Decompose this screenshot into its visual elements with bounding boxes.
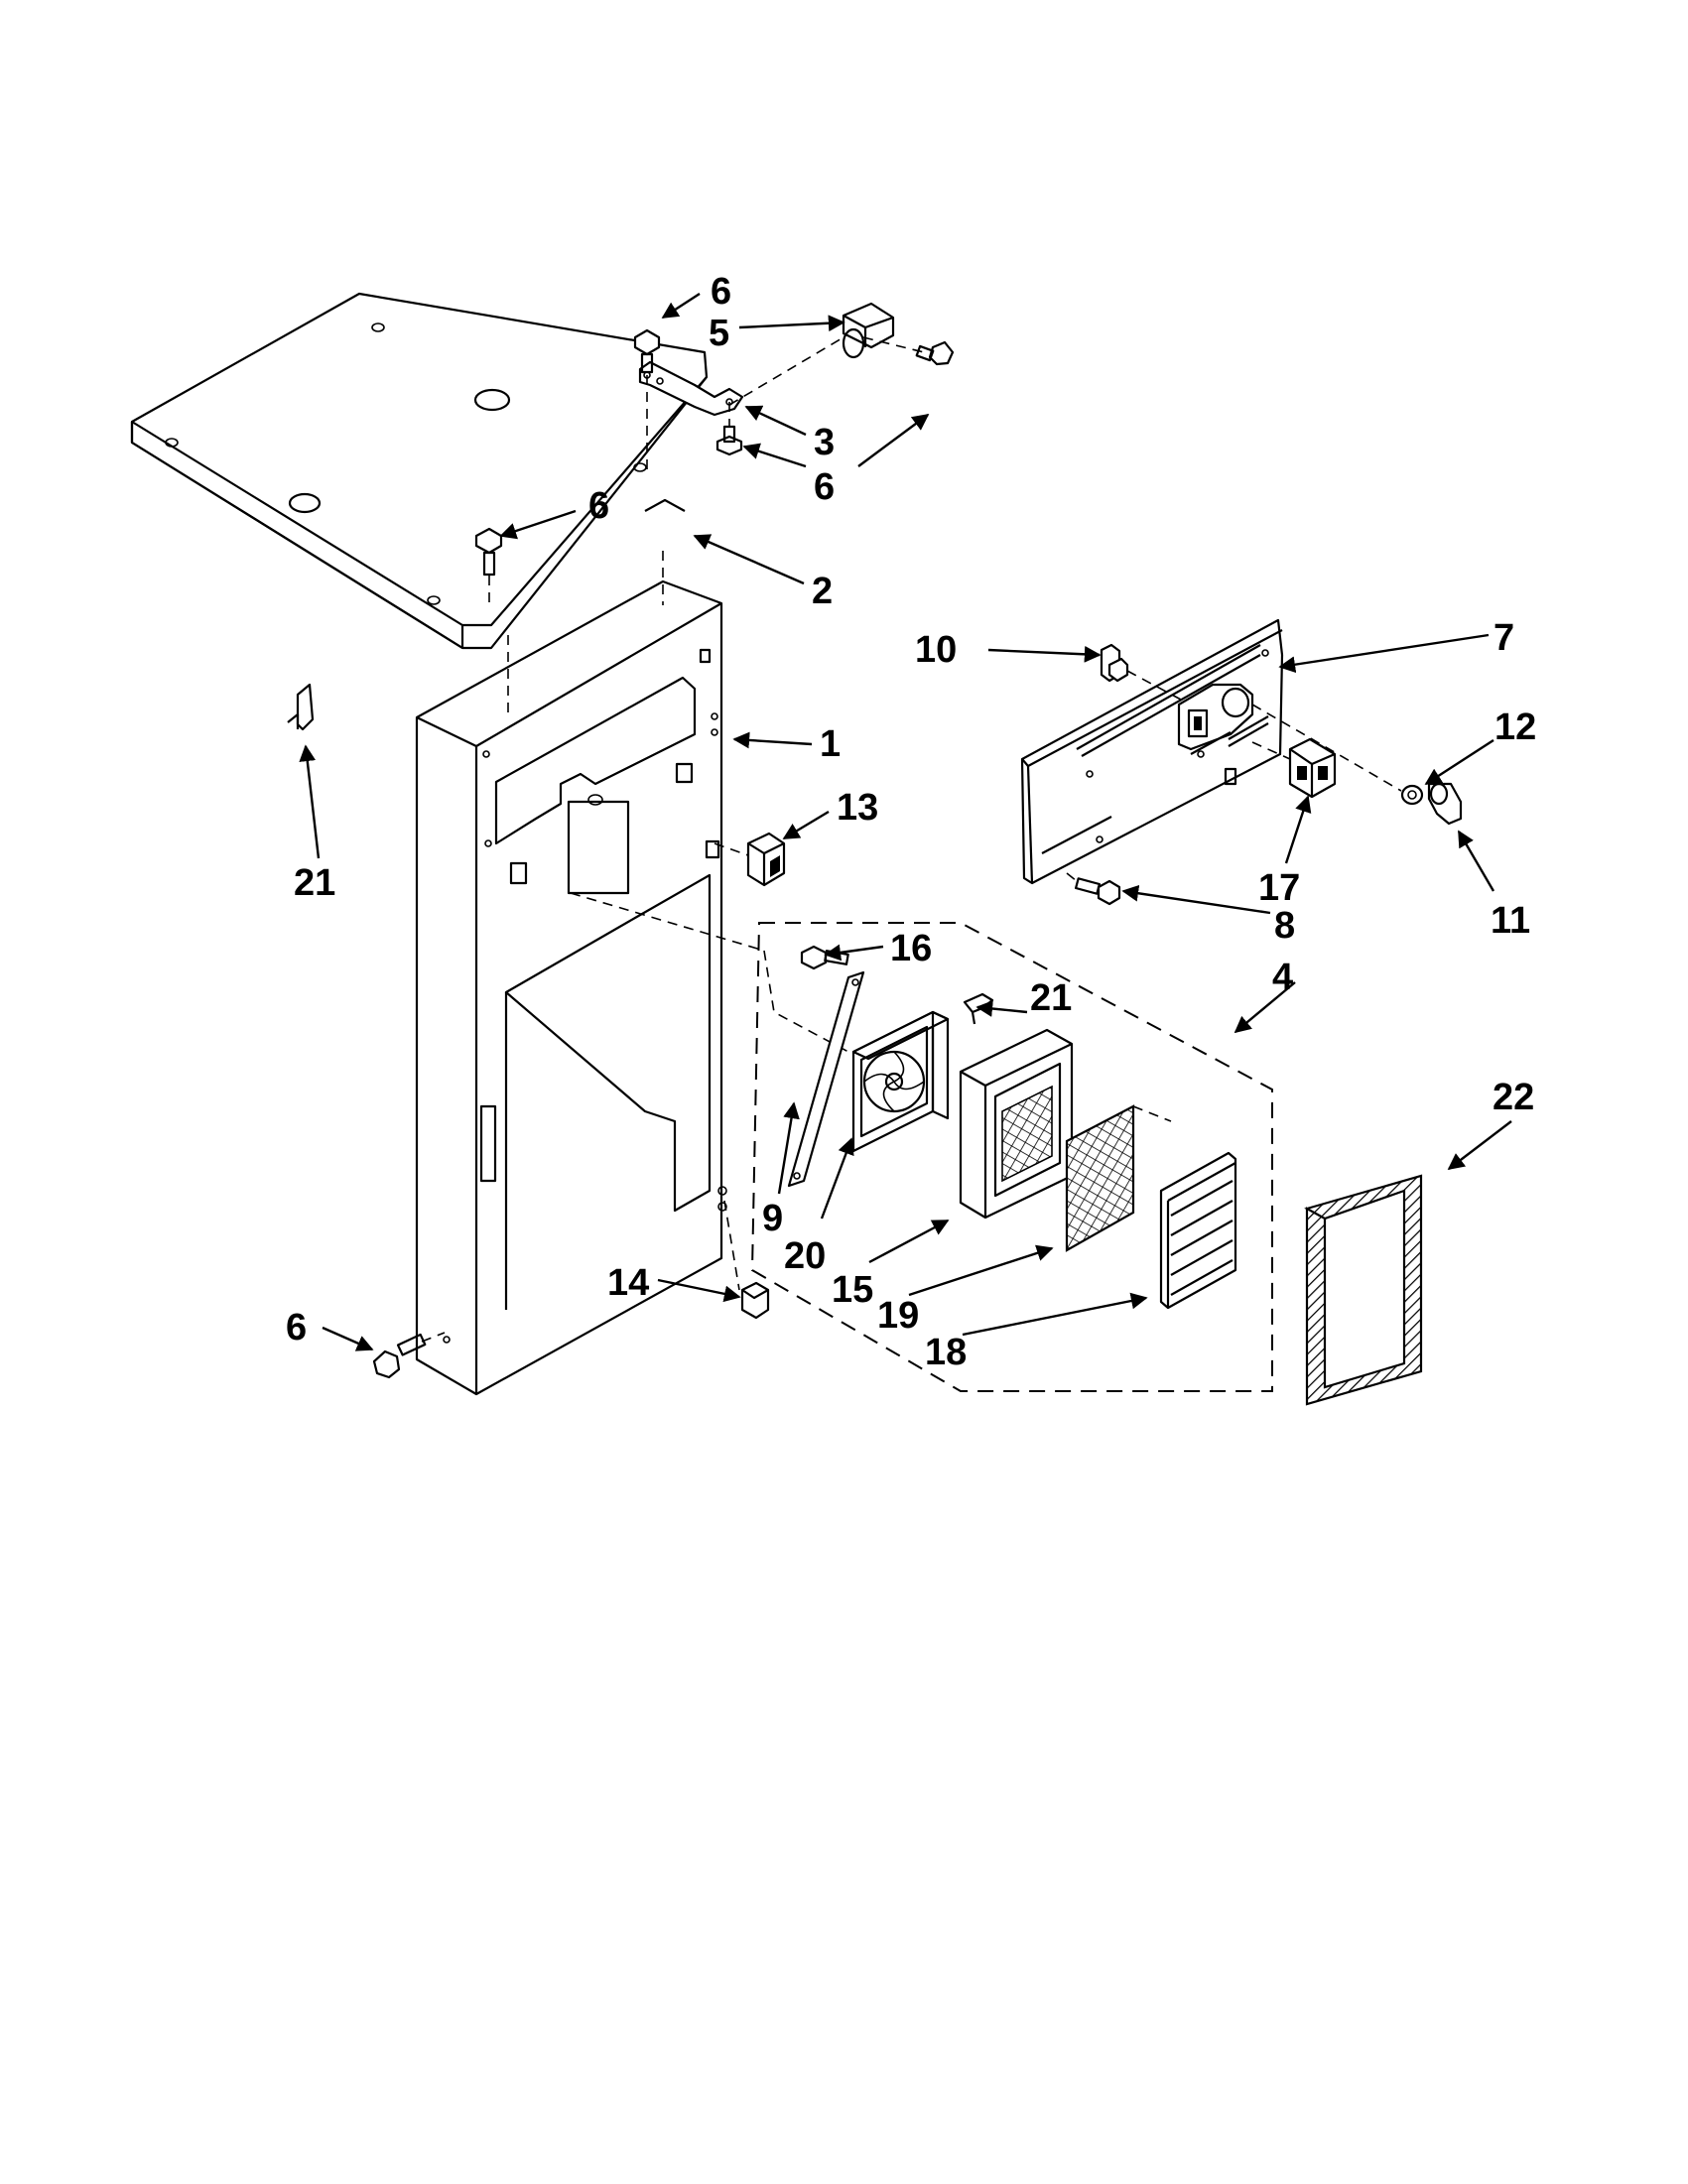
screw-part-8 [1066,872,1121,906]
callout-22: 22 [1493,1077,1534,1118]
callout-10: 10 [915,629,957,671]
screw-6-middle [715,425,743,456]
screw-6-bottom [372,1332,446,1379]
switch-part-10 [1100,643,1182,701]
callout-2: 2 [812,571,833,612]
callout-6-plate: 6 [588,485,609,527]
callout-6-top: 6 [711,271,731,313]
leader-arrows [299,292,1512,1351]
callout-6-bottom: 6 [286,1307,307,1349]
callout-8: 8 [1274,905,1295,947]
callout-1: 1 [820,723,841,765]
callout-12: 12 [1494,707,1536,748]
filter-housing-part-15 [959,1028,1074,1220]
callout-16: 16 [890,928,932,969]
knob-parts [1251,704,1463,826]
fan-part-20 [851,1010,950,1153]
top-plate-part [130,292,709,650]
callout-4: 4 [1272,957,1293,998]
callout-18: 18 [925,1332,967,1373]
switch-part-17 [1251,737,1337,799]
callout-21-inner: 21 [1030,977,1072,1019]
gasket-part-22 [1304,1174,1423,1406]
kit-boundary-part-4 [750,922,1273,1392]
filter-part-19 [1065,1104,1172,1252]
bracket-part-9 [787,970,865,1188]
control-panel-part-7 [1020,618,1284,885]
callout-15: 15 [832,1269,873,1311]
switch-part-13 [714,832,786,887]
bracket-cluster [474,302,955,714]
callout-20: 20 [784,1235,826,1277]
callout-9: 9 [762,1198,783,1239]
grille-part-18 [1159,1151,1237,1310]
screw-6-plate [474,527,503,577]
callout-13: 13 [837,787,878,829]
callout-5: 5 [709,313,729,354]
cabinet-panel-part [415,579,727,1396]
switch-part-14 [723,1200,770,1320]
callout-3: 3 [814,422,835,463]
callout-labels: 6 5 3 6 6 2 1 21 13 10 7 12 17 8 11 16 2… [286,271,1536,1373]
callout-17: 17 [1258,867,1300,909]
callout-19: 19 [877,1295,919,1337]
screw-6-top [633,328,661,374]
callout-11: 11 [1491,900,1530,942]
callout-7: 7 [1493,617,1514,659]
screw-part-16 [800,945,849,970]
screw-6-right [915,340,955,366]
clip-part-21-left [287,683,315,731]
callout-6-middle: 6 [814,466,835,508]
callout-21-left: 21 [294,862,335,904]
callout-14: 14 [607,1262,649,1304]
